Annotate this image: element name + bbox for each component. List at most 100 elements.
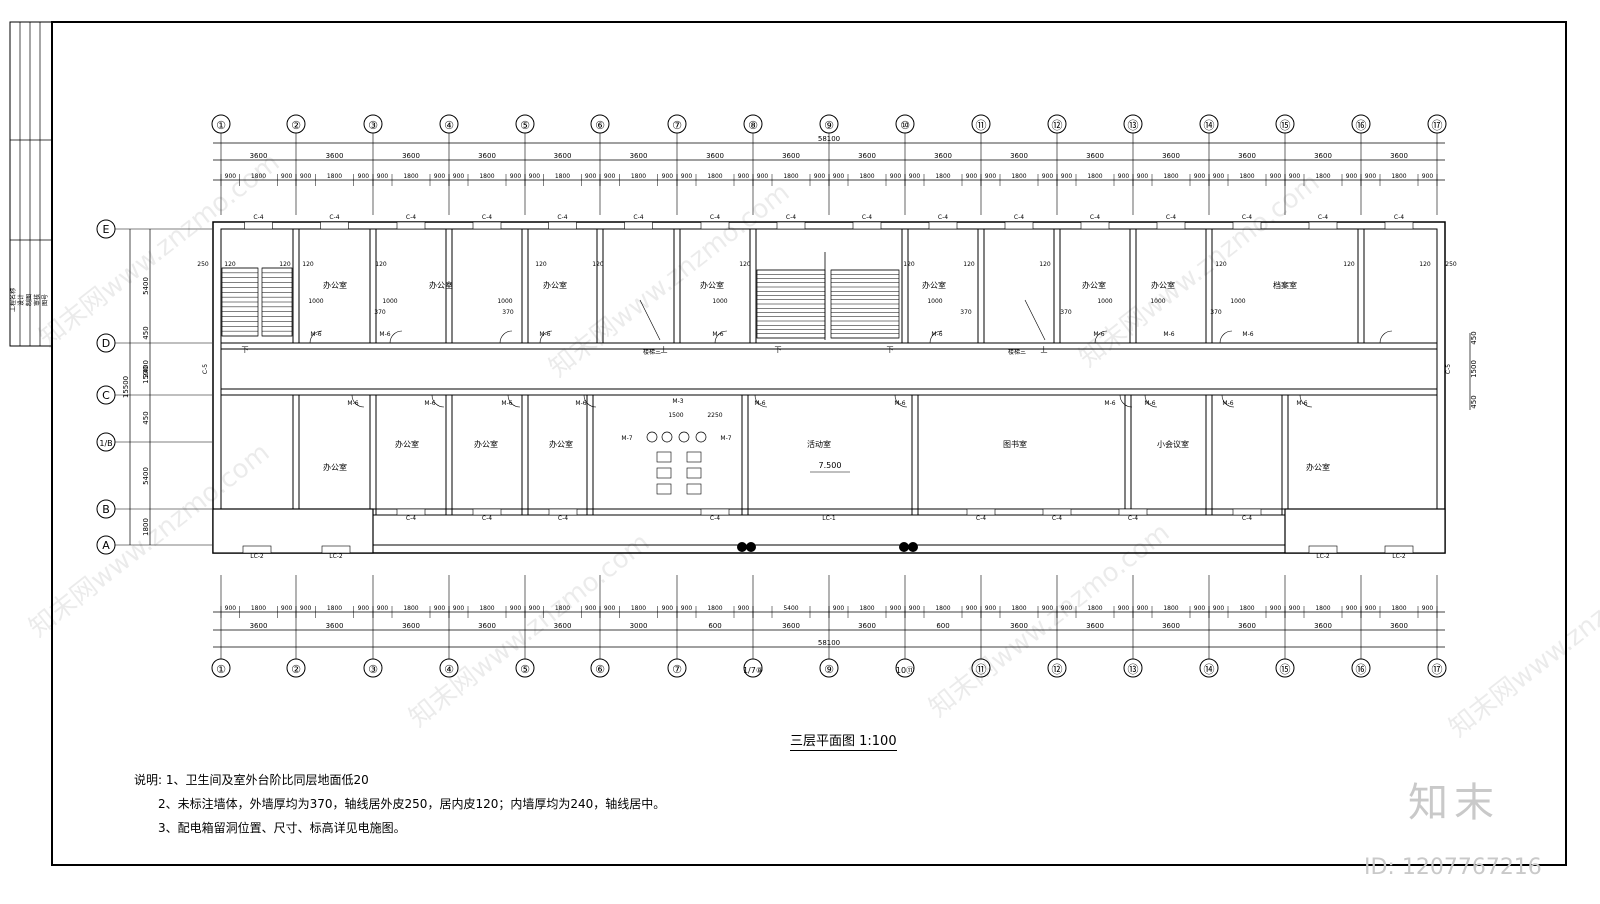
- dim-text: 900: [377, 605, 389, 612]
- door-tag: M-6: [1104, 400, 1115, 407]
- dim-text: 3600: [250, 622, 268, 630]
- window-tag: C-5: [202, 364, 209, 374]
- door-swing: [1379, 330, 1393, 344]
- toilet-stall: [656, 451, 672, 463]
- dim-text: 900: [1270, 605, 1282, 612]
- dim-text: 450: [142, 326, 150, 339]
- room-label: 办公室: [1151, 280, 1175, 290]
- axis-label: ⑪: [976, 119, 987, 132]
- axis-label: ①: [216, 119, 226, 132]
- dim-text: 900: [1289, 605, 1301, 612]
- axis-label: ④: [444, 663, 454, 676]
- door-tag: M-6: [575, 400, 586, 407]
- dim-text: 370: [374, 309, 386, 316]
- axis-label: E: [103, 223, 110, 236]
- dim-text: 1500: [1470, 360, 1478, 378]
- window: [321, 545, 351, 554]
- stair-outline: [221, 267, 259, 337]
- door-tag: M-6: [754, 400, 765, 407]
- dim-text: 370: [502, 309, 514, 316]
- dim-text: 900: [604, 173, 616, 180]
- dim-text: 900: [1365, 605, 1377, 612]
- room-label: 办公室: [922, 280, 946, 290]
- title-block-frame: [9, 21, 53, 347]
- dim-text: 3600: [1086, 622, 1104, 630]
- axis-label: ①: [216, 663, 226, 676]
- dim-text: 1500: [142, 366, 150, 384]
- dim-text: 1800: [251, 605, 266, 612]
- column-marker: [899, 542, 909, 552]
- window: [1384, 221, 1414, 230]
- dim-text: 120: [739, 261, 751, 268]
- door-swing: [583, 394, 597, 408]
- dim-text: 600: [936, 622, 949, 630]
- window-tag: C-4: [406, 515, 416, 522]
- column-marker: [737, 542, 747, 552]
- dim-text: 120: [1215, 261, 1227, 268]
- room-label: 办公室: [323, 280, 347, 290]
- axis-label: A: [102, 539, 110, 552]
- door-tag: M-7: [720, 435, 731, 442]
- dim-text: 900: [225, 173, 237, 180]
- dim-text: 1800: [403, 605, 418, 612]
- dim-text: 3600: [630, 152, 648, 160]
- dim-text: 900: [738, 173, 750, 180]
- dim-text: 1800: [1239, 173, 1254, 180]
- door-tag: M-6: [424, 400, 435, 407]
- dim-text: 1800: [935, 605, 950, 612]
- dim-text: 15500: [122, 376, 130, 398]
- dim-text: 3600: [326, 152, 344, 160]
- dim-text: 900: [300, 605, 312, 612]
- dim-text: 1800: [631, 173, 646, 180]
- axis-label: ⑦: [672, 663, 682, 676]
- room-label: 档案室: [1273, 280, 1297, 290]
- window-tag: LC-2: [250, 553, 264, 560]
- note-2: 2、未标注墙体，外墙厚均为370，轴线居外皮250，居内皮120；内墙厚均为24…: [158, 797, 666, 811]
- window-tag: LC-1: [822, 515, 836, 522]
- outer-wall-inner: [220, 228, 1438, 546]
- door-swing: [1094, 330, 1108, 344]
- dim-text: 3600: [1314, 152, 1332, 160]
- room-label: 办公室: [549, 439, 573, 449]
- dim-text: 120: [1343, 261, 1355, 268]
- window-tag: C-4: [1394, 214, 1404, 221]
- stair-label: 楼梯三: [643, 348, 661, 356]
- dim-text: 5400: [783, 605, 798, 612]
- dim-text: 370: [1060, 309, 1072, 316]
- axis-label: ③: [368, 663, 378, 676]
- dim-text: 1800: [859, 605, 874, 612]
- dim-text: 900: [377, 173, 389, 180]
- window: [852, 221, 882, 230]
- dim-text: 1800: [327, 173, 342, 180]
- dim-text: 900: [1365, 173, 1377, 180]
- axis-label: ⑮: [1280, 663, 1291, 676]
- dim-text: 900: [1194, 173, 1206, 180]
- door-swing: [1144, 394, 1158, 408]
- dim-text: 1800: [1011, 605, 1026, 612]
- dim-text: 600: [708, 622, 721, 630]
- dim-text: 1800: [783, 173, 798, 180]
- dim-text: 900: [585, 173, 597, 180]
- dim-text: 900: [358, 605, 370, 612]
- room-label: 办公室: [1306, 462, 1330, 472]
- dim-text: 900: [529, 173, 541, 180]
- washbasin: [661, 431, 673, 443]
- dim-text: 1800: [555, 605, 570, 612]
- window: [624, 221, 653, 230]
- window: [700, 221, 730, 230]
- dim-text: 900: [909, 605, 921, 612]
- stair-flight: [1024, 299, 1046, 341]
- stair-direction: 下: [887, 346, 894, 354]
- window-tag: C-4: [1242, 214, 1252, 221]
- window-tag: C-4: [710, 214, 720, 221]
- axis-label: ⑩: [900, 119, 910, 132]
- dim-text: 3600: [402, 622, 420, 630]
- room-label: 办公室: [543, 280, 567, 290]
- axis-label: ⑪: [976, 663, 987, 676]
- dim-text: 1000: [382, 298, 397, 305]
- dim-text: 1800: [1163, 605, 1178, 612]
- dim-text: 370: [960, 309, 972, 316]
- door-tag: M-6: [931, 331, 942, 338]
- dim-text: 58100: [818, 639, 840, 647]
